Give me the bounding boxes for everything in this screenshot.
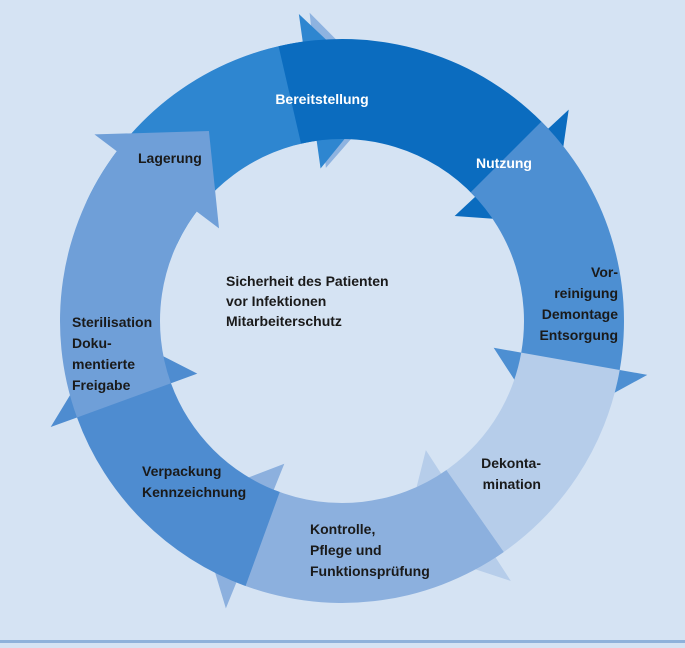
step-label-line: mentierte xyxy=(72,356,135,372)
step-label-line: reinigung xyxy=(554,285,618,301)
step-label-bereitstellung: Bereitstellung xyxy=(275,91,368,107)
arrow-sterilisation xyxy=(59,130,220,418)
center-text-line: Sicherheit des Patienten xyxy=(226,273,389,289)
step-label-line: Lagerung xyxy=(138,150,202,166)
step-label-line: Pflege und xyxy=(310,542,382,558)
bottom-rule xyxy=(0,640,685,643)
step-label-line: Verpackung xyxy=(142,463,221,479)
step-label-line: Doku- xyxy=(72,335,112,351)
step-label-nutzung: Nutzung xyxy=(476,155,532,171)
step-label-line: Kennzeichnung xyxy=(142,484,246,500)
step-label-line: Vor- xyxy=(591,264,618,280)
step-label-line: Funktionsprüfung xyxy=(310,563,430,579)
step-label-dekontamination: Dekonta-mination xyxy=(481,455,541,492)
arrow-vorreinigung xyxy=(470,121,648,430)
step-label-line: Demontage xyxy=(542,306,618,322)
step-label-line: mination xyxy=(483,476,541,492)
step-label-line: Nutzung xyxy=(476,155,532,171)
step-label-line: Bereitstellung xyxy=(275,91,368,107)
step-label-line: Dekonta- xyxy=(481,455,541,471)
center-text-line: vor Infektionen xyxy=(226,293,326,309)
step-label-line: Kontrolle, xyxy=(310,521,375,537)
step-label-line: Entsorgung xyxy=(539,327,618,343)
step-label-lagerung: Lagerung xyxy=(138,150,202,166)
step-label-line: Freigabe xyxy=(72,377,131,393)
center-text-line: Mitarbeiterschutz xyxy=(226,313,342,329)
step-label-line: Sterilisation xyxy=(72,314,152,330)
